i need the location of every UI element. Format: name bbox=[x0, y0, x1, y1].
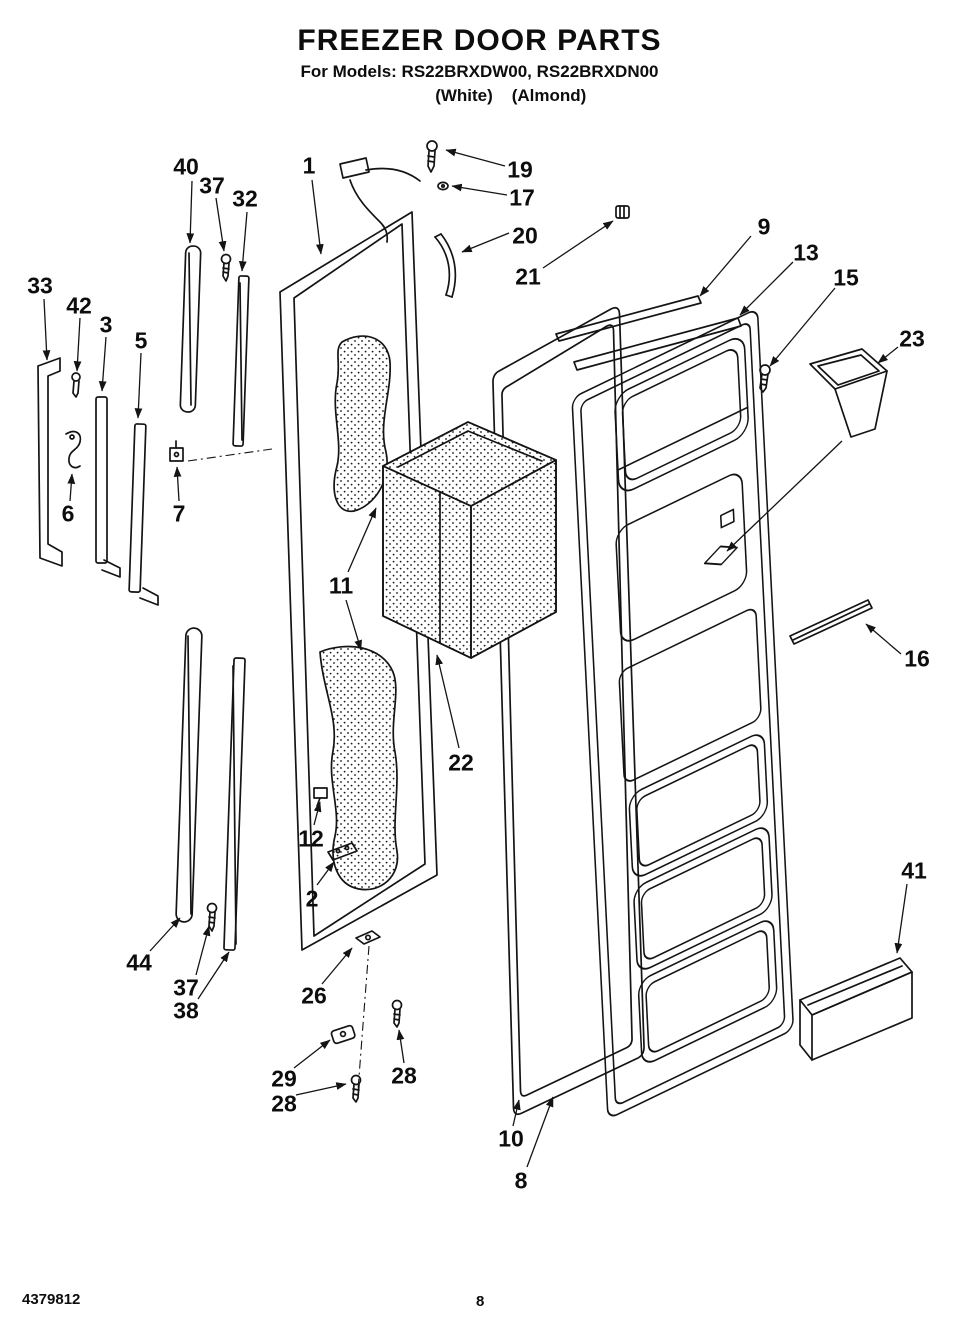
callout-1: 1 bbox=[302, 152, 316, 179]
callout-29: 29 bbox=[271, 1065, 297, 1092]
models-line: For Models: RS22BRXDW00, RS22BRXDN00 bbox=[300, 62, 659, 81]
trim-strip-32 bbox=[232, 275, 250, 447]
trim-strip-38 bbox=[223, 657, 246, 951]
wiring-harness bbox=[339, 157, 421, 243]
door-gasket bbox=[492, 306, 645, 1116]
callout-19: 19 bbox=[507, 156, 533, 183]
leader-lines bbox=[42, 148, 908, 1168]
callout-41: 41 bbox=[901, 857, 927, 884]
dispenser-funnel bbox=[809, 348, 888, 438]
callout-32: 32 bbox=[232, 185, 258, 212]
callout-37-lower: 37 bbox=[173, 974, 199, 1001]
callout-21: 21 bbox=[515, 263, 541, 290]
door-trim-13 bbox=[573, 317, 742, 371]
page-title: FREEZER DOOR PARTS bbox=[297, 24, 662, 57]
clip-29 bbox=[330, 1024, 356, 1045]
callout-7: 7 bbox=[172, 500, 186, 527]
callout-37-upper: 37 bbox=[199, 172, 225, 199]
clip-6 bbox=[65, 430, 82, 469]
trim-strip-5 bbox=[128, 423, 159, 606]
callout-40: 40 bbox=[173, 153, 199, 180]
screw-15 bbox=[759, 364, 771, 393]
callout-33: 33 bbox=[27, 272, 53, 299]
callout-11: 11 bbox=[328, 572, 354, 599]
callout-6: 6 bbox=[61, 500, 75, 527]
grommet-17 bbox=[437, 181, 449, 191]
screw-19 bbox=[426, 140, 438, 173]
trim-strip-3 bbox=[95, 396, 121, 578]
freezer-door-panel bbox=[279, 211, 438, 951]
ice-chute-opening bbox=[703, 545, 738, 566]
page-number: 8 bbox=[476, 1293, 485, 1310]
screw-28-left bbox=[350, 1074, 362, 1103]
fill-tube-20 bbox=[434, 233, 457, 298]
callout-2: 2 bbox=[305, 885, 319, 912]
screw-37-lower bbox=[206, 902, 218, 932]
clip-7 bbox=[169, 440, 184, 462]
callout-3: 3 bbox=[99, 311, 113, 338]
callout-15: 15 bbox=[833, 264, 859, 291]
finish-label-almond: (Almond) bbox=[511, 86, 587, 105]
callout-12: 12 bbox=[298, 825, 324, 852]
callout-42: 42 bbox=[66, 292, 92, 319]
callout-44: 44 bbox=[126, 949, 152, 976]
screw-28-right bbox=[391, 999, 403, 1028]
ice-container bbox=[382, 421, 557, 659]
handle-trim-40 bbox=[179, 245, 202, 413]
bracket-2 bbox=[327, 842, 358, 861]
callout-5: 5 bbox=[134, 327, 148, 354]
hinge-bracket-26 bbox=[355, 930, 381, 945]
shelf-rail-41 bbox=[799, 957, 913, 1061]
callout-28-right: 28 bbox=[391, 1062, 417, 1089]
callout-26: 26 bbox=[301, 982, 327, 1009]
callout-8: 8 bbox=[514, 1167, 528, 1194]
document-number: 4379812 bbox=[22, 1291, 81, 1308]
callout-10: 10 bbox=[498, 1125, 524, 1152]
screw-37-upper bbox=[220, 253, 232, 282]
callout-38: 38 bbox=[173, 997, 199, 1024]
construction-lines bbox=[187, 448, 370, 1091]
callout-9: 9 bbox=[757, 213, 771, 240]
trim-strip-16 bbox=[789, 599, 873, 645]
handle-trim-44 bbox=[175, 627, 203, 923]
inner-door-panel bbox=[571, 310, 794, 1117]
callout-22: 22 bbox=[448, 749, 474, 776]
callout-23: 23 bbox=[899, 325, 925, 352]
screw-42 bbox=[71, 372, 81, 398]
cap-21 bbox=[615, 205, 630, 219]
callout-17: 17 bbox=[509, 184, 535, 211]
callout-20: 20 bbox=[512, 222, 538, 249]
callout-13: 13 bbox=[793, 239, 819, 266]
callout-28-left: 28 bbox=[271, 1090, 297, 1117]
bracket-33 bbox=[37, 357, 63, 567]
callout-16: 16 bbox=[904, 645, 930, 672]
finish-label-white: (White) bbox=[435, 86, 493, 105]
